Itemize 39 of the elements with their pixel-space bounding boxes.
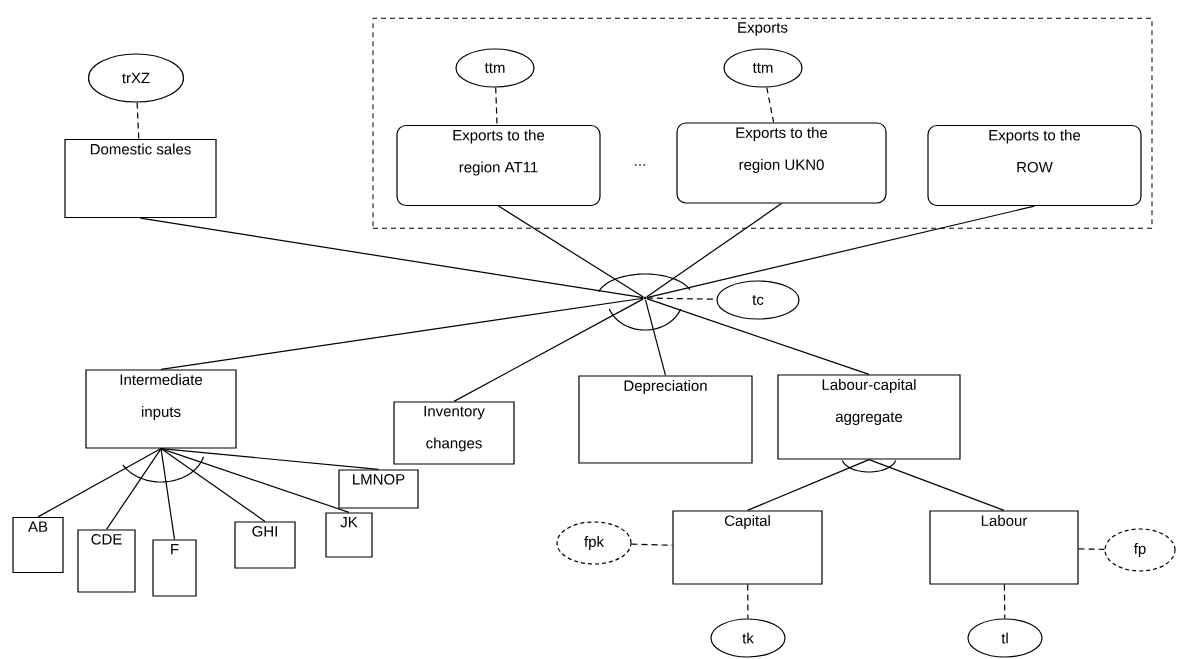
connector-line xyxy=(139,217,644,299)
process-box: GHI xyxy=(234,521,296,569)
connector-line xyxy=(453,298,644,402)
process-box: F xyxy=(152,539,197,597)
connector-line xyxy=(747,584,749,619)
connector-line xyxy=(630,543,673,546)
process-box: Labour-capital aggregate xyxy=(777,374,961,460)
connector-line xyxy=(160,297,644,370)
process-box: Capital xyxy=(672,510,823,585)
rounded-box: Exports to the ROW xyxy=(927,124,1142,207)
rounded-box: Exports to the region AT11 xyxy=(396,124,601,207)
process-box: CDE xyxy=(77,529,136,593)
connector-line xyxy=(160,448,380,470)
connector-line xyxy=(136,102,140,140)
process-box: Depreciation xyxy=(578,375,753,464)
process-box: AB xyxy=(12,516,64,574)
connector-line xyxy=(1003,584,1006,619)
connector-line xyxy=(497,205,644,298)
process-box: JK xyxy=(325,512,373,558)
connector-line xyxy=(1078,548,1105,550)
connector-line xyxy=(646,298,870,375)
connector-line xyxy=(644,299,667,376)
connector-line xyxy=(495,87,498,126)
ellipsis-text: ... xyxy=(635,164,645,166)
connector-line xyxy=(746,459,870,511)
rounded-box: Exports to the region UKN0 xyxy=(676,122,887,204)
process-box: LMNOP xyxy=(338,469,419,509)
process-box: Labour xyxy=(929,510,1079,585)
connector-line xyxy=(105,448,162,530)
process-box: Intermediate inputs xyxy=(85,369,237,449)
process-box: Inventory changes xyxy=(393,401,515,465)
process-box: Domestic sales xyxy=(64,138,217,219)
connector-line xyxy=(160,448,176,540)
connector-line xyxy=(646,205,1036,299)
connector-line xyxy=(645,203,783,298)
connector-line xyxy=(868,459,1005,511)
connector-line xyxy=(766,86,775,123)
connector-line xyxy=(160,448,266,522)
connector-line xyxy=(37,448,162,518)
